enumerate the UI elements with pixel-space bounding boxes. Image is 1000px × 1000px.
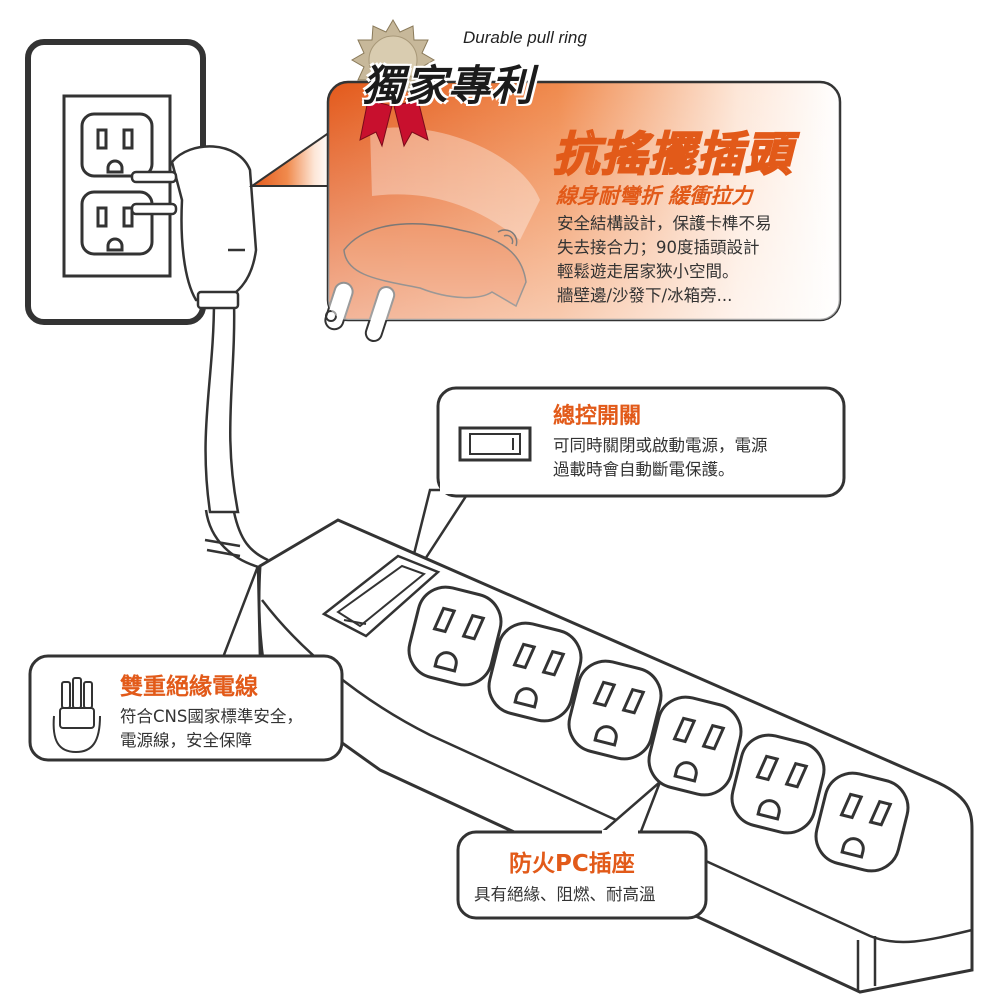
pc-socket-line: 具有絕緣、阻燃、耐高溫 (474, 885, 656, 904)
shake-plug-subtitle: 線身耐彎折 緩衝拉力 (556, 184, 753, 208)
pc-socket-callout (456, 781, 708, 920)
shake-plug-callout (248, 80, 842, 343)
double-wire-callout (28, 565, 344, 762)
shake-plug-title: 抗搖擺插頭 (552, 126, 793, 182)
shake-plug-line: 安全結構設計，保護卡榫不易 (557, 214, 772, 233)
double-wire-description: 符合CNS國家標準安全， 電源線，安全保障 (120, 705, 303, 753)
wall-outlet (25, 39, 206, 325)
shake-plug-line: 輕鬆遊走居家狹小空間。 (557, 262, 739, 281)
plug-and-cord (130, 145, 269, 570)
pull-ring-label: Durable pull ring (463, 28, 587, 47)
double-wire-line: 符合CNS國家標準安全， (120, 707, 303, 726)
pc-socket-title: 防火PC插座 (509, 851, 635, 877)
patent-badge (351, 19, 435, 148)
strip-outlets (407, 585, 910, 873)
master-switch-line: 可同時關閉或啟動電源，電源 (553, 436, 768, 455)
pc-socket-description: 具有絕緣、阻燃、耐高溫 (474, 883, 656, 907)
double-wire-line: 電源線，安全保障 (120, 731, 252, 750)
shake-plug-description: 安全結構設計，保護卡榫不易 失去接合力；90度插頭設計 輕鬆遊走居家狹小空間。 … (557, 212, 772, 308)
patent-label: 獨家專利 (362, 61, 535, 110)
master-switch-description: 可同時關閉或啟動電源，電源 過載時會自動斷電保護。 (553, 434, 768, 482)
master-switch-line: 過載時會自動斷電保護。 (553, 460, 735, 479)
master-switch-title: 總控開關 (553, 404, 642, 429)
shake-plug-line: 牆壁邊/沙發下/冰箱旁... (557, 286, 733, 305)
shake-plug-line: 失去接合力；90度插頭設計 (557, 238, 760, 257)
double-wire-title: 雙重絕緣電線 (120, 674, 258, 700)
